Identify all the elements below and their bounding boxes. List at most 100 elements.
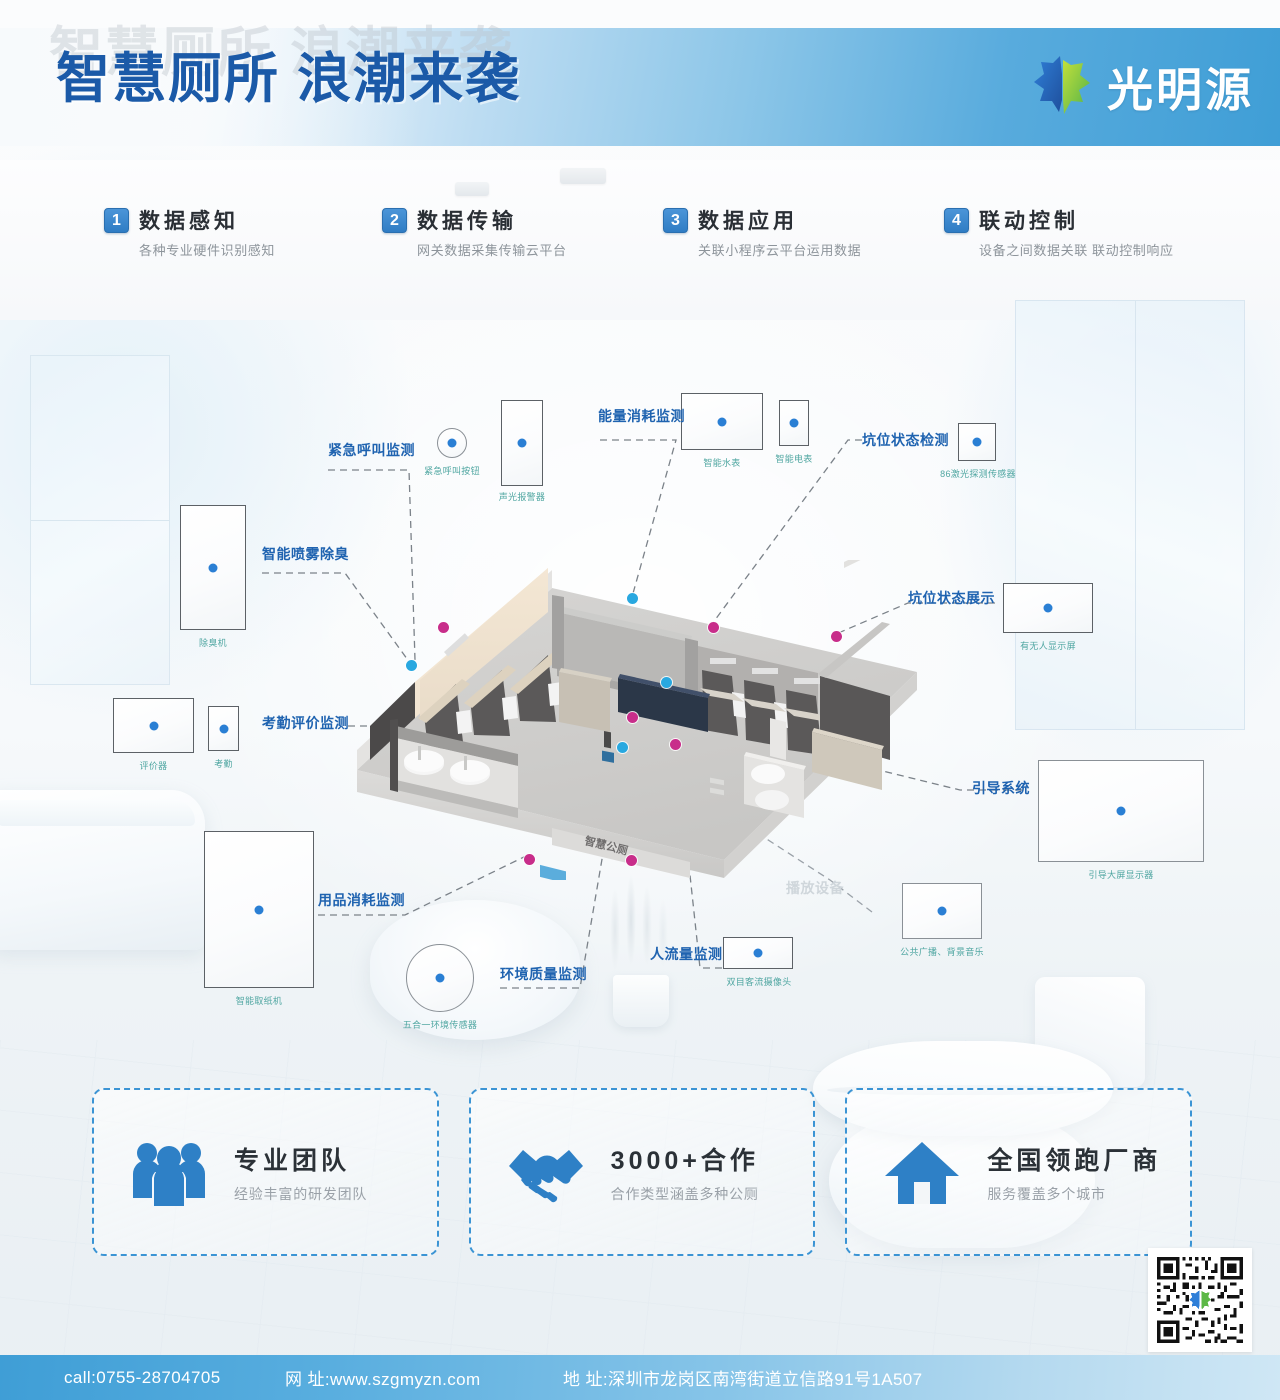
device-box-deodorizer [180, 505, 246, 630]
brand-name: 光明源 [1107, 64, 1254, 116]
house-icon [885, 1142, 960, 1204]
device-caption-env-sensor: 五合一环境传感器 [402, 1020, 478, 1030]
handshake-icon [508, 1150, 583, 1203]
device-box-broadcast [902, 883, 982, 939]
device-dot [435, 973, 445, 983]
callout-label-attendance-evaluation: 考勤评价监测 [262, 715, 349, 731]
page-title-shadow: 智慧厕所 浪潮来袭 [49, 23, 515, 83]
step-1-number: 1 [104, 208, 129, 233]
callout-label-supplies-consumption: 用品消耗监测 [318, 892, 405, 908]
device-box-power-meter [779, 400, 809, 446]
node-pink-far-right [831, 631, 842, 642]
device-caption-broadcast: 公共广播、背景音乐 [900, 947, 984, 957]
step-3-number: 3 [663, 208, 688, 233]
node-pink-floor [670, 739, 681, 750]
leaf-logo-icon [1034, 56, 1090, 114]
feature-card-team[interactable]: 专业团队 经验丰富的研发团队 [92, 1088, 439, 1256]
step-3: 3 数据应用 关联小程序云平台运用数据 [663, 205, 861, 259]
feature-title-manufacturer: 全国领跑厂商 [987, 1146, 1162, 1175]
device-dot [717, 417, 727, 426]
step-1-title: 数据感知 [139, 210, 239, 233]
qr-code[interactable] [1148, 1248, 1252, 1352]
device-caption-laser-sensor: 86激光探测传感器 [940, 469, 1016, 479]
page-footer: call:0755-28704705 网 址:www.szgmyzn.com 地… [0, 1355, 1280, 1400]
callout-label-stall-status-display: 坑位状态展示 [908, 590, 995, 606]
device-box-evaluator [113, 698, 194, 753]
device-box-emergency-button [437, 428, 467, 458]
node-control-screen [661, 677, 672, 688]
device-caption-attendance: 考勤 [214, 759, 233, 769]
step-4: 4 联动控制 设备之间数据关联 联动控制响应 [944, 205, 1174, 259]
device-dot [149, 721, 158, 730]
device-caption-alarm: 声光报警器 [498, 492, 546, 502]
step-4-title: 联动控制 [979, 210, 1079, 233]
footer-address: 地 址:深圳市龙岗区南湾街道立信路91号1A507 [563, 1370, 923, 1389]
callout-label-people-flow: 人流量监测 [650, 946, 723, 962]
node-pink-front-sign [626, 855, 637, 866]
feature-cards: 专业团队 经验丰富的研发团队 3000+合作 合作类型涵盖多种公厕 [92, 1088, 1193, 1256]
device-caption-power-meter: 智能电表 [775, 454, 813, 464]
footer-phone[interactable]: call:0755-28704705 [64, 1367, 221, 1387]
device-dot [219, 724, 228, 733]
device-dot [1116, 806, 1126, 816]
device-box-guide-screen [1038, 760, 1204, 862]
feature-desc-cooperation: 合作类型涵盖多种公厕 [610, 1185, 759, 1202]
device-caption-water-meter: 智能水表 [703, 458, 741, 468]
device-caption-guide-screen: 引导大屏显示器 [1088, 870, 1154, 880]
feature-title-team: 专业团队 [234, 1146, 351, 1175]
device-dot [208, 563, 218, 572]
feature-desc-team: 经验丰富的研发团队 [234, 1185, 368, 1202]
device-caption-emergency-button: 紧急呼叫按钮 [424, 466, 480, 476]
page-title: 智慧厕所 浪潮来袭 [56, 49, 522, 109]
device-dot [254, 905, 264, 914]
step-2-desc: 网关数据采集传输云平台 [417, 243, 567, 258]
device-box-laser-sensor [958, 423, 996, 461]
node-environment-sensor [617, 742, 628, 753]
device-caption-deodorizer: 除臭机 [199, 638, 227, 648]
step-2-title: 数据传输 [417, 210, 517, 233]
feature-card-manufacturer[interactable]: 全国领跑厂商 服务覆盖多个城市 [845, 1088, 1193, 1256]
device-dot [789, 418, 799, 428]
ceiling-vent-icon [455, 182, 489, 196]
device-box-water-meter [681, 393, 763, 450]
callout-label-environment-quality: 环境质量监测 [500, 966, 587, 982]
step-4-number: 4 [944, 208, 969, 233]
node-pink-front-panel [524, 854, 535, 865]
ceiling-area [0, 160, 1280, 320]
feature-card-cooperation[interactable]: 3000+合作 合作类型涵盖多种公厕 [468, 1088, 816, 1256]
device-caption-traffic-camera: 双目客流摄像头 [726, 977, 792, 987]
footer-website[interactable]: 网 址:www.szgmyzn.com [285, 1370, 481, 1389]
plant-pot-photo [613, 975, 669, 1027]
device-dot [937, 906, 947, 916]
step-3-desc: 关联小程序云平台运用数据 [698, 243, 862, 258]
callout-label-playback-device: 播放设备 [786, 880, 844, 896]
node-pink-right-stall [708, 622, 719, 633]
bathtub-photo [0, 790, 205, 950]
device-dot [753, 948, 763, 958]
device-box-env-sensor [406, 944, 474, 1012]
device-caption-evaluator: 评价器 [139, 761, 168, 771]
step-1-desc: 各种专业硬件识别感知 [139, 243, 276, 258]
process-steps: 1 数据感知 各种专业硬件识别感知 2 数据传输 网关数据采集传输云平台 3 数… [0, 205, 1280, 277]
node-pink-service-desk [627, 712, 638, 723]
step-2: 2 数据传输 网关数据采集传输云平台 [382, 205, 567, 259]
page-header: 智慧厕所 浪潮来袭 智慧厕所 浪潮来袭 光明源 [0, 23, 1280, 146]
callout-label-guidance-system: 引导系统 [972, 780, 1030, 796]
device-box-traffic-camera [723, 937, 793, 969]
smart-toilet-3d-diagram: 智慧公厕 [352, 560, 932, 880]
node-pink-left-stall [438, 622, 449, 633]
step-4-desc: 设备之间数据关联 联动控制响应 [979, 243, 1174, 258]
window-left [30, 355, 170, 685]
callout-label-stall-status-detect: 坑位状态检测 [862, 432, 949, 448]
step-1: 1 数据感知 各种专业硬件识别感知 [104, 205, 275, 259]
callout-label-emergency-call: 紧急呼叫监测 [328, 442, 415, 458]
feature-desc-manufacturer: 服务覆盖多个城市 [987, 1185, 1106, 1202]
device-box-paper-dispenser [204, 831, 314, 988]
device-box-occupancy-screen [1003, 583, 1093, 633]
team-people-icon [133, 1143, 205, 1206]
device-caption-paper-dispenser: 智能取纸机 [235, 996, 283, 1006]
callout-label-spray-deodorize: 智能喷雾除臭 [262, 546, 349, 562]
device-dot [447, 438, 457, 448]
step-2-number: 2 [382, 208, 407, 233]
